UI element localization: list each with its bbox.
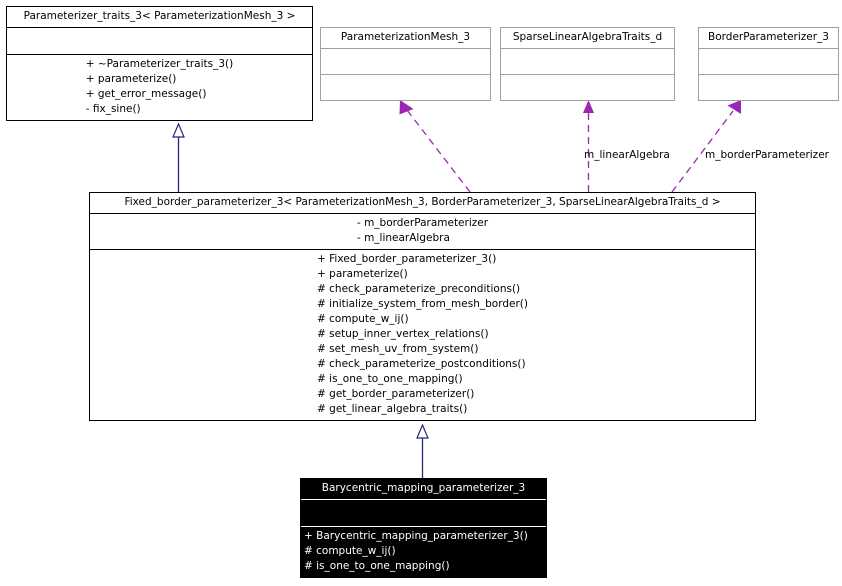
attributes-compartment	[699, 49, 838, 74]
operations-list: + ~Parameterizer_traits_3() + parameteri…	[86, 57, 234, 117]
attribute-item: - m_borderParameterizer	[356, 217, 489, 229]
compartment-divider	[90, 213, 755, 214]
operation-item: # is_one_to_one_mapping()	[304, 560, 450, 572]
operation-item: + Barycentric_mapping_parameterizer_3()	[304, 530, 528, 542]
class-title: BorderParameterizer_3	[708, 31, 829, 43]
class-box-border-parameterizer-3[interactable]: BorderParameterizer_3	[698, 27, 839, 101]
operations-compartment: + ~Parameterizer_traits_3() + parameteri…	[7, 55, 312, 120]
compartment-divider	[321, 48, 490, 49]
operation-item: # is_one_to_one_mapping()	[317, 373, 463, 385]
operation-item: # check_parameterize_postconditions()	[317, 358, 526, 370]
operations-compartment: + Barycentric_mapping_parameterizer_3() …	[301, 527, 546, 577]
operation-item: # set_mesh_uv_from_system()	[317, 343, 479, 355]
operation-item: # get_border_parameterizer()	[317, 388, 475, 400]
operation-item: + get_error_message()	[85, 88, 207, 100]
operations-compartment	[501, 75, 674, 100]
compartment-divider	[7, 27, 312, 28]
attributes-compartment	[301, 500, 546, 526]
operations-compartment: + Fixed_border_parameterizer_3() + param…	[90, 250, 755, 420]
class-box-parameterizer-traits-3[interactable]: Parameterizer_traits_3< Parameterization…	[6, 6, 313, 121]
compartment-divider	[301, 526, 546, 527]
operation-item: + ~Parameterizer_traits_3()	[85, 58, 234, 70]
edge-label-border-parameterizer: m_borderParameterizer	[705, 149, 829, 161]
operations-list: + Barycentric_mapping_parameterizer_3() …	[304, 529, 528, 574]
compartment-divider	[90, 249, 755, 250]
attributes-compartment	[321, 49, 490, 74]
class-title: ParameterizationMesh_3	[340, 31, 471, 43]
operations-compartment	[699, 75, 838, 100]
class-title: Barycentric_mapping_parameterizer_3	[321, 482, 526, 494]
attributes-compartment: - m_borderParameterizer - m_linearAlgebr…	[90, 214, 755, 249]
operation-item: # get_linear_algebra_traits()	[317, 403, 468, 415]
class-title: Parameterizer_traits_3< Parameterization…	[23, 10, 296, 22]
attributes-list: - m_borderParameterizer - m_linearAlgebr…	[357, 216, 488, 246]
operation-item: + parameterize()	[85, 73, 177, 85]
compartment-divider	[321, 74, 490, 75]
class-box-barycentric-mapping-parameterizer-3[interactable]: Barycentric_mapping_parameterizer_3 + Ba…	[300, 478, 547, 578]
usage-edge-border-parameterizer	[671, 100, 741, 193]
class-title: Fixed_border_parameterizer_3< Parameteri…	[124, 196, 721, 208]
operation-item: # compute_w_ij()	[317, 313, 409, 325]
usage-edge-linear-algebra	[583, 100, 594, 192]
compartment-divider	[699, 74, 838, 75]
class-title: SparseLinearAlgebraTraits_d	[512, 31, 663, 43]
operation-item: # initialize_system_from_mesh_border()	[317, 298, 528, 310]
operation-item: # setup_inner_vertex_relations()	[317, 328, 489, 340]
inheritance-edge-fixedborder-to-traits	[172, 122, 185, 192]
operations-compartment	[321, 75, 490, 100]
operation-item: # check_parameterize_preconditions()	[317, 283, 521, 295]
class-box-parameterization-mesh-3[interactable]: ParameterizationMesh_3	[320, 27, 491, 101]
class-box-sparse-linear-algebra-traits-d[interactable]: SparseLinearAlgebraTraits_d	[500, 27, 675, 101]
operation-item: - fix_sine()	[85, 103, 141, 115]
operations-list: + Fixed_border_parameterizer_3() + param…	[317, 252, 528, 417]
compartment-divider	[699, 48, 838, 49]
compartment-divider	[501, 48, 674, 49]
operation-item: # compute_w_ij()	[304, 545, 396, 557]
operation-item: + Fixed_border_parameterizer_3()	[317, 253, 497, 265]
attributes-compartment	[7, 28, 312, 54]
class-box-fixed-border-parameterizer-3[interactable]: Fixed_border_parameterizer_3< Parameteri…	[89, 192, 756, 421]
usage-edge-parameterization-mesh	[399, 100, 471, 193]
compartment-divider	[7, 54, 312, 55]
attributes-compartment	[501, 49, 674, 74]
inheritance-edge-barycentric-to-fixedborder	[416, 423, 429, 478]
compartment-divider	[301, 499, 546, 500]
operation-item: + parameterize()	[317, 268, 408, 280]
edge-label-linear-algebra: m_linearAlgebra	[584, 149, 670, 161]
attribute-item: - m_linearAlgebra	[356, 232, 450, 244]
compartment-divider	[501, 74, 674, 75]
